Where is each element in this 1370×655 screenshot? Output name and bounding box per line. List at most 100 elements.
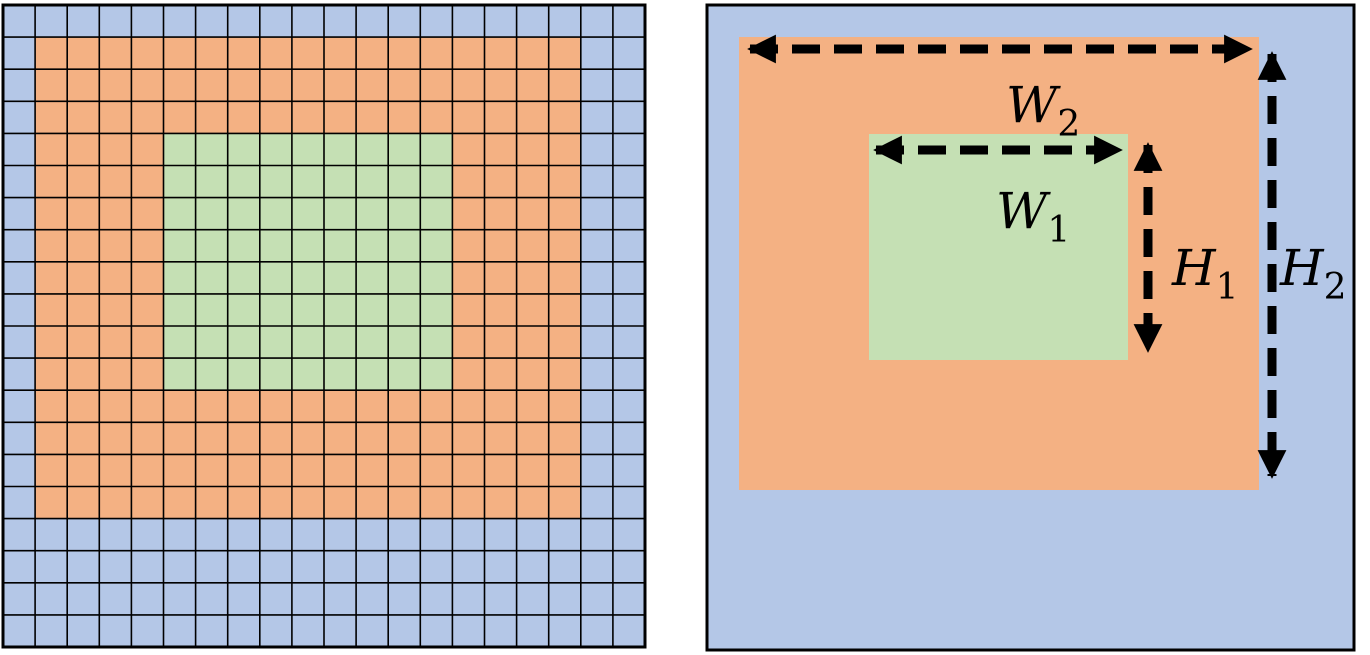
grid-cell-middle: [99, 229, 132, 263]
grid-cell-middle: [99, 37, 132, 70]
grid-cell-outer: [612, 390, 646, 423]
grid-lines: [3, 5, 645, 647]
grid-cell-inner: [356, 326, 389, 359]
grid-cell-middle: [356, 390, 389, 423]
grid-cell-middle: [548, 101, 582, 134]
grid-cell-middle: [99, 101, 132, 134]
grid-cell-middle: [356, 101, 389, 134]
grid-cell-outer: [580, 390, 614, 423]
grid-cell-middle: [67, 197, 100, 231]
grid-cell-middle: [67, 229, 100, 263]
grid-cell-middle: [131, 229, 164, 263]
grid-cell-middle: [67, 326, 100, 359]
grid-cell-inner: [291, 229, 325, 263]
grid-cell-outer: [580, 197, 614, 231]
grid-cell-outer: [420, 614, 453, 648]
grid-cell-middle: [131, 101, 164, 134]
grid-cell-inner: [163, 229, 197, 263]
grid-cell-outer: [612, 69, 646, 102]
grid-cell-middle: [163, 390, 197, 423]
grid-cell-outer: [259, 5, 293, 38]
grid-cell-middle: [452, 422, 485, 455]
grid-cell-middle: [67, 261, 100, 295]
grid-cell-inner: [388, 326, 421, 359]
grid-cell-middle: [227, 390, 261, 423]
grid-cell-inner: [324, 326, 357, 359]
grid-cell-middle: [67, 293, 100, 327]
grid-cell-outer: [612, 133, 646, 166]
grid-cell-inner: [227, 358, 261, 391]
grid-cell-middle: [259, 486, 293, 520]
grid-cell-middle: [131, 69, 164, 102]
grid-cell-inner: [388, 197, 421, 231]
grid-cell-outer: [131, 5, 164, 38]
grid-cell-outer: [420, 550, 453, 584]
grid-cell-middle: [35, 69, 68, 102]
grid-cell-outer: [195, 518, 229, 552]
grid-cell-outer: [612, 37, 646, 70]
grid-cell-outer: [99, 582, 132, 616]
grid-cell-middle: [324, 486, 357, 520]
grid-cell-outer: [324, 550, 357, 584]
grid-panel: [1, 3, 647, 649]
grid-cell-middle: [131, 165, 164, 199]
grid-cell-outer: [3, 165, 36, 199]
grid-cell-outer: [3, 454, 36, 487]
grid-cell-middle: [516, 69, 550, 102]
grid-cell-middle: [484, 261, 518, 295]
grid-cell-outer: [484, 518, 518, 552]
grid-cell-inner: [163, 133, 197, 166]
grid-cell-outer: [259, 518, 293, 552]
grid-cell-outer: [356, 518, 389, 552]
grid-cell-outer: [259, 582, 293, 616]
grid-cell-inner: [291, 133, 325, 166]
grid-cell-middle: [388, 390, 421, 423]
grid-cell-outer: [484, 550, 518, 584]
grid-cell-outer: [580, 293, 614, 327]
grid-cell-middle: [195, 454, 229, 487]
grid-cell-inner: [356, 261, 389, 295]
grid-cell-middle: [163, 101, 197, 134]
grid-cell-middle: [227, 37, 261, 70]
grid-cell-outer: [324, 518, 357, 552]
grid-cell-middle: [420, 37, 453, 70]
grid-cell-middle: [67, 486, 100, 520]
grid-cell-outer: [3, 37, 36, 70]
grid-cell-outer: [612, 5, 646, 38]
grid-cell-outer: [484, 582, 518, 616]
grid-cell-middle: [516, 37, 550, 70]
grid-cell-inner: [195, 261, 229, 295]
grid-cell-middle: [484, 422, 518, 455]
grid-cell-outer: [291, 582, 325, 616]
grid-cell-inner: [356, 293, 389, 327]
grid-cell-middle: [420, 101, 453, 134]
grid-cell-middle: [131, 133, 164, 166]
grid-cell-inner: [388, 133, 421, 166]
grid-cell-middle: [516, 422, 550, 455]
grid-cell-outer: [227, 614, 261, 648]
grid-cell-middle: [484, 293, 518, 327]
grid-cell-outer: [484, 614, 518, 648]
grid-cell-inner: [324, 133, 357, 166]
grid-cell-inner: [227, 326, 261, 359]
grid-cell-middle: [163, 422, 197, 455]
grid-cell-middle: [259, 69, 293, 102]
grid-cell-outer: [548, 5, 582, 38]
grid-cell-middle: [131, 422, 164, 455]
grid-cell-middle: [35, 165, 68, 199]
grid-cell-outer: [580, 5, 614, 38]
grid-cell-middle: [324, 101, 357, 134]
h2-label: H2: [1279, 239, 1347, 308]
grid-cell-middle: [291, 390, 325, 423]
grid-cell-inner: [324, 293, 357, 327]
grid-cell-inner: [324, 358, 357, 391]
grid-cell-middle: [548, 197, 582, 231]
grid-cell-outer: [388, 5, 421, 38]
grid-cell-outer: [324, 5, 357, 38]
grid-cell-outer: [35, 5, 68, 38]
grid-cell-inner: [227, 165, 261, 199]
grid-cell-middle: [227, 422, 261, 455]
grid-cell-middle: [99, 422, 132, 455]
grid-cell-inner: [227, 293, 261, 327]
